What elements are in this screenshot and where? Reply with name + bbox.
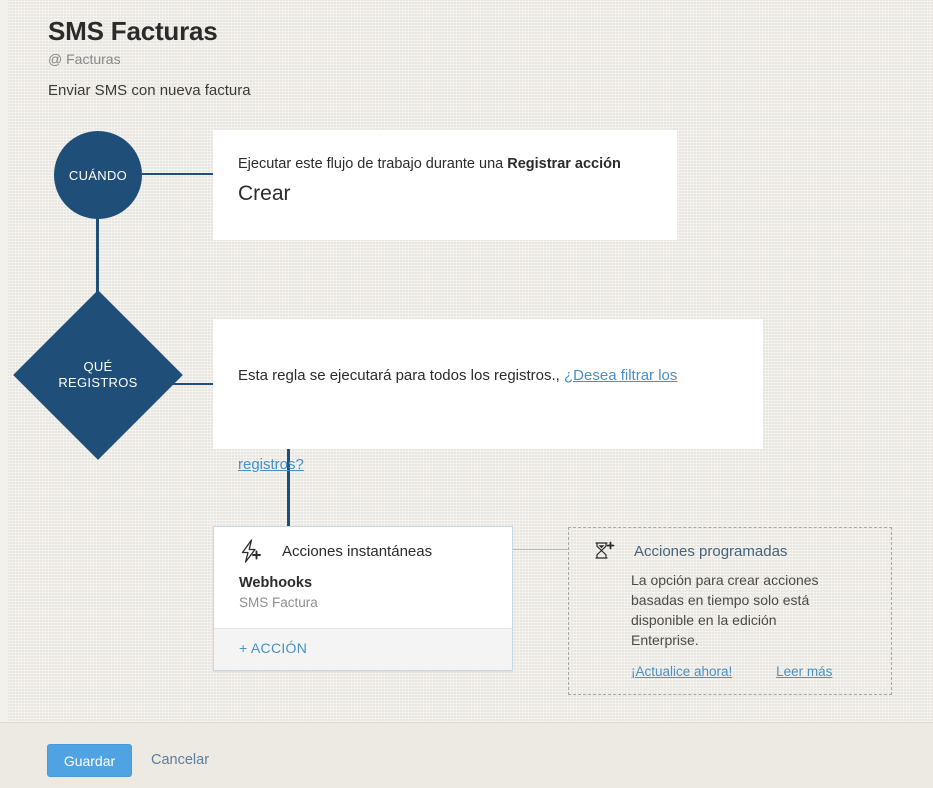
criteria-description-text: Esta regla se ejecutará para todos los r… xyxy=(238,367,565,384)
which-records-label-line2: REGISTROS xyxy=(58,375,138,390)
scheduled-actions-header: Acciones programadas xyxy=(569,528,891,562)
connector-criteria-to-actions xyxy=(287,449,290,527)
read-more-link[interactable]: Leer más xyxy=(776,664,833,679)
connector-when-to-trigger xyxy=(142,173,213,175)
filter-records-link-part2[interactable]: registros? xyxy=(238,456,304,473)
page-subtitle-module: @ Facturas xyxy=(48,51,121,67)
trigger-description-strong: Registrar acción xyxy=(507,156,621,172)
scheduled-actions-links: ¡Actualice ahora! Leer más xyxy=(631,664,891,679)
trigger-card[interactable]: Ejecutar este flujo de trabajo durante u… xyxy=(213,130,677,240)
instant-actions-title: Acciones instantáneas xyxy=(282,542,433,560)
trigger-description-prefix: Ejecutar este flujo de trabajo durante u… xyxy=(238,156,508,172)
lightning-plus-icon xyxy=(238,539,264,563)
criteria-description: Esta regla se ejecutará para todos los r… xyxy=(238,367,677,384)
which-records-label-line1: QUÉ xyxy=(83,359,113,374)
scheduled-actions-description: La opción para crear acciones basadas en… xyxy=(631,572,819,648)
connector-which-to-criteria xyxy=(158,383,213,385)
flow-node-when-label: CUÁNDO xyxy=(68,167,128,183)
instant-actions-panel: Acciones instantáneas Webhooks SMS Factu… xyxy=(213,526,513,671)
page-title: SMS Facturas xyxy=(48,16,218,46)
form-footer: Guardar Cancelar xyxy=(0,722,933,788)
action-item-subtitle: SMS Factura xyxy=(239,595,318,610)
filter-records-link-overflow: registros? xyxy=(238,456,304,473)
hourglass-plus-icon xyxy=(592,540,616,562)
connector-instant-to-scheduled xyxy=(511,549,568,550)
left-edge-strip xyxy=(0,0,8,722)
scheduled-actions-panel: Acciones programadas La opción para crea… xyxy=(568,527,892,695)
page-description: Enviar SMS con nueva factura xyxy=(48,82,251,99)
add-action-button[interactable]: + ACCIÓN xyxy=(239,640,308,656)
action-item-name[interactable]: Webhooks xyxy=(239,575,313,591)
trigger-value: Crear xyxy=(238,182,291,205)
instant-actions-header: Acciones instantáneas xyxy=(214,527,512,573)
instant-actions-footer: + ACCIÓN xyxy=(214,628,512,670)
flow-node-when[interactable]: CUÁNDO xyxy=(54,131,142,219)
save-button[interactable]: Guardar xyxy=(47,744,132,777)
instant-actions-list: Webhooks SMS Factura xyxy=(214,573,512,628)
criteria-card[interactable]: Esta regla se ejecutará para todos los r… xyxy=(213,319,763,449)
scheduled-actions-title: Acciones programadas xyxy=(634,542,788,560)
upgrade-now-link[interactable]: ¡Actualice ahora! xyxy=(631,664,733,679)
connector-when-to-which xyxy=(96,218,99,318)
flow-node-which-records-label: QUÉ REGISTROS xyxy=(38,315,158,435)
filter-records-link-part1[interactable]: ¿Desea filtrar los xyxy=(564,367,678,384)
cancel-button[interactable]: Cancelar xyxy=(151,752,210,768)
trigger-description: Ejecutar este flujo de trabajo durante u… xyxy=(238,156,621,172)
